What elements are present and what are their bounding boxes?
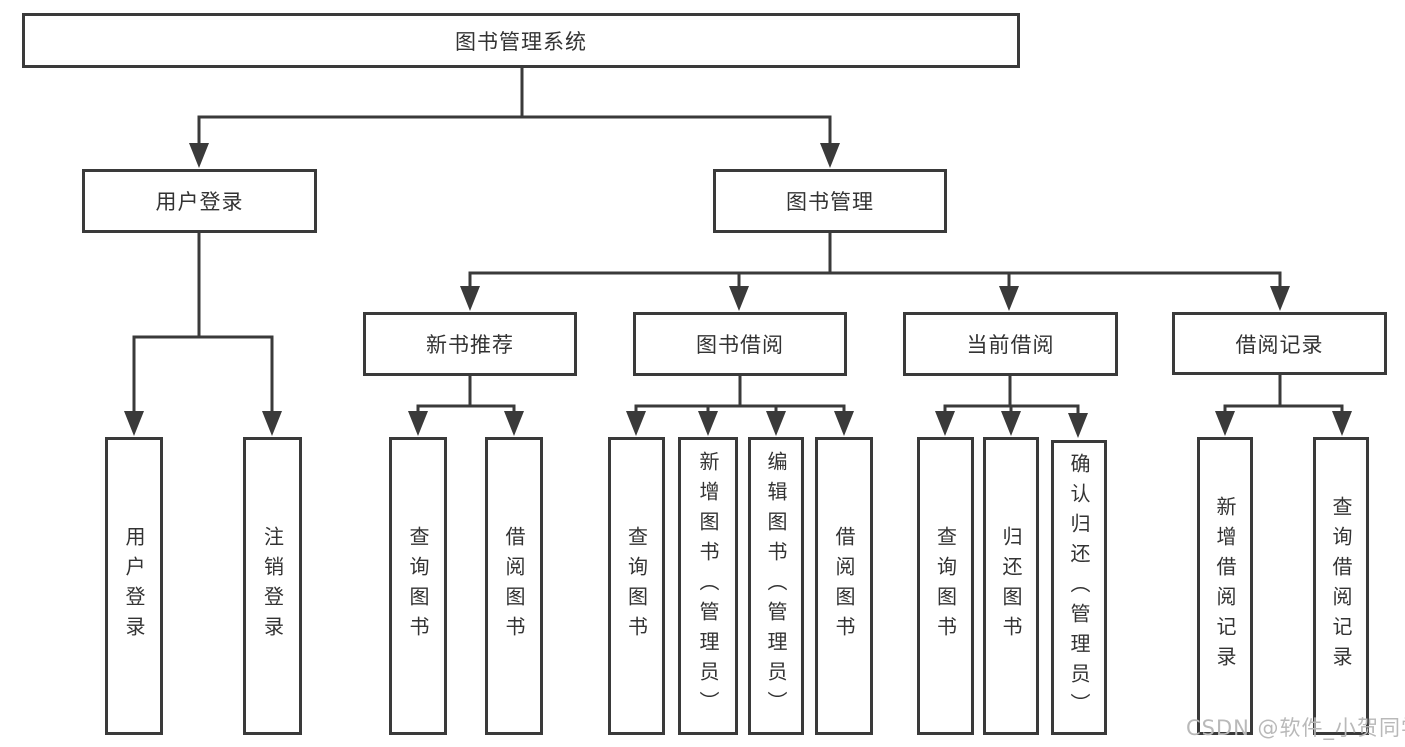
arrowheads xyxy=(124,143,1352,438)
leaf-edit-book-admin: 编辑图书（管理员） xyxy=(748,437,804,735)
node-current-borrow: 当前借阅 xyxy=(903,312,1118,376)
leaf-borrow-book-borrow: 借阅图书 xyxy=(815,437,873,735)
node-new-book-recommend: 新书推荐 xyxy=(363,312,577,376)
node-book-management-branch: 图书管理 xyxy=(713,169,947,233)
leaf-confirm-return-admin: 确认归还（管理员） xyxy=(1051,440,1107,735)
leaf-return-book: 归还图书 xyxy=(983,437,1039,735)
node-borrow-record: 借阅记录 xyxy=(1172,312,1387,375)
leaf-borrow-book-recommend: 借阅图书 xyxy=(485,437,543,735)
leaf-logout: 注销登录 xyxy=(243,437,302,735)
leaf-query-book-borrow: 查询图书 xyxy=(608,437,665,735)
leaf-add-book-admin: 新增图书（管理员） xyxy=(678,437,738,735)
node-user-login-branch: 用户登录 xyxy=(82,169,317,233)
leaf-add-borrow-record: 新增借阅记录 xyxy=(1197,437,1253,735)
node-library-management-system: 图书管理系统 xyxy=(22,13,1020,68)
leaf-query-book-current: 查询图书 xyxy=(917,437,974,735)
leaf-user-login: 用户登录 xyxy=(105,437,163,735)
leaf-query-book-recommend: 查询图书 xyxy=(389,437,447,735)
csdn-watermark: CSDN @软件_小贺同学 xyxy=(1186,716,1405,740)
leaf-query-borrow-record: 查询借阅记录 xyxy=(1313,437,1369,735)
node-book-borrow: 图书借阅 xyxy=(633,312,847,376)
